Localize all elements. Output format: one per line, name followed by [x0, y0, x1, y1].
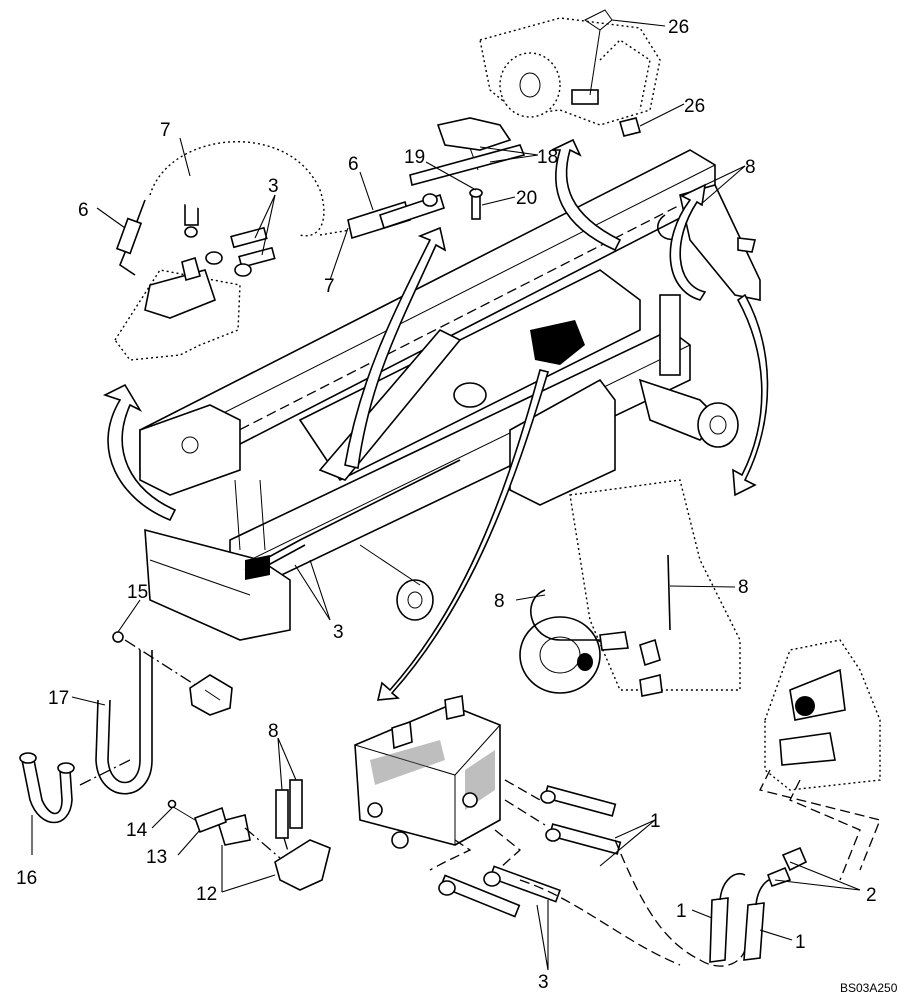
callout-7-center: 7 — [324, 276, 335, 297]
top-left-fittings-inset — [114, 141, 325, 361]
callout-19: 19 — [404, 147, 425, 168]
callout-18: 18 — [537, 147, 558, 168]
valve-fittings-1-3 — [438, 785, 622, 918]
callout-6-center: 6 — [348, 154, 359, 175]
callout-14: 14 — [126, 820, 148, 841]
callout-1-valve: 1 — [650, 811, 661, 832]
callout-1-hose-left: 1 — [676, 901, 687, 922]
callout-3-lower: 3 — [538, 972, 549, 993]
callout-6-inset: 6 — [78, 200, 89, 221]
hoses-15-16-17 — [19, 631, 233, 824]
top-center-fittings — [319, 117, 526, 240]
main-frame-assembly — [139, 149, 739, 641]
callout-1-hose-right: 1 — [795, 932, 806, 953]
callout-7-inset: 7 — [160, 120, 171, 141]
control-valve-assembly — [354, 695, 546, 879]
callout-26-top: 26 — [668, 17, 689, 38]
drawing-reference-code: BS03A250 — [840, 981, 898, 995]
brackets-8-12-13-14 — [167, 779, 331, 891]
right-valve-hoses-1-2 — [519, 639, 881, 967]
leader-lines — [31, 19, 861, 971]
callout-8-brackets: 8 — [268, 721, 279, 742]
callout-8-hose-right: 8 — [738, 577, 749, 598]
callout-12: 12 — [196, 884, 217, 905]
callout-2: 2 — [866, 885, 877, 906]
callout-20: 20 — [516, 188, 537, 209]
callout-17: 17 — [48, 688, 69, 709]
sweep-arrows — [102, 138, 769, 701]
callout-3-inset: 3 — [268, 176, 279, 197]
callout-26-upper: 26 — [684, 96, 705, 117]
callout-8-right-bracket: 8 — [745, 157, 756, 178]
ghost-lower-wheel-detail — [519, 479, 741, 697]
ghost-arm-pivot-detail — [479, 9, 661, 137]
right-mount-bracket — [657, 184, 761, 301]
callout-15: 15 — [127, 582, 148, 603]
callout-labels: 26 26 18 19 20 8 7 7 6 6 3 3 15 17 16 14… — [16, 17, 898, 995]
callout-3-frame: 3 — [333, 622, 344, 643]
callout-8-hose-left: 8 — [494, 591, 505, 612]
callout-16: 16 — [16, 868, 37, 889]
callout-13: 13 — [146, 847, 167, 868]
